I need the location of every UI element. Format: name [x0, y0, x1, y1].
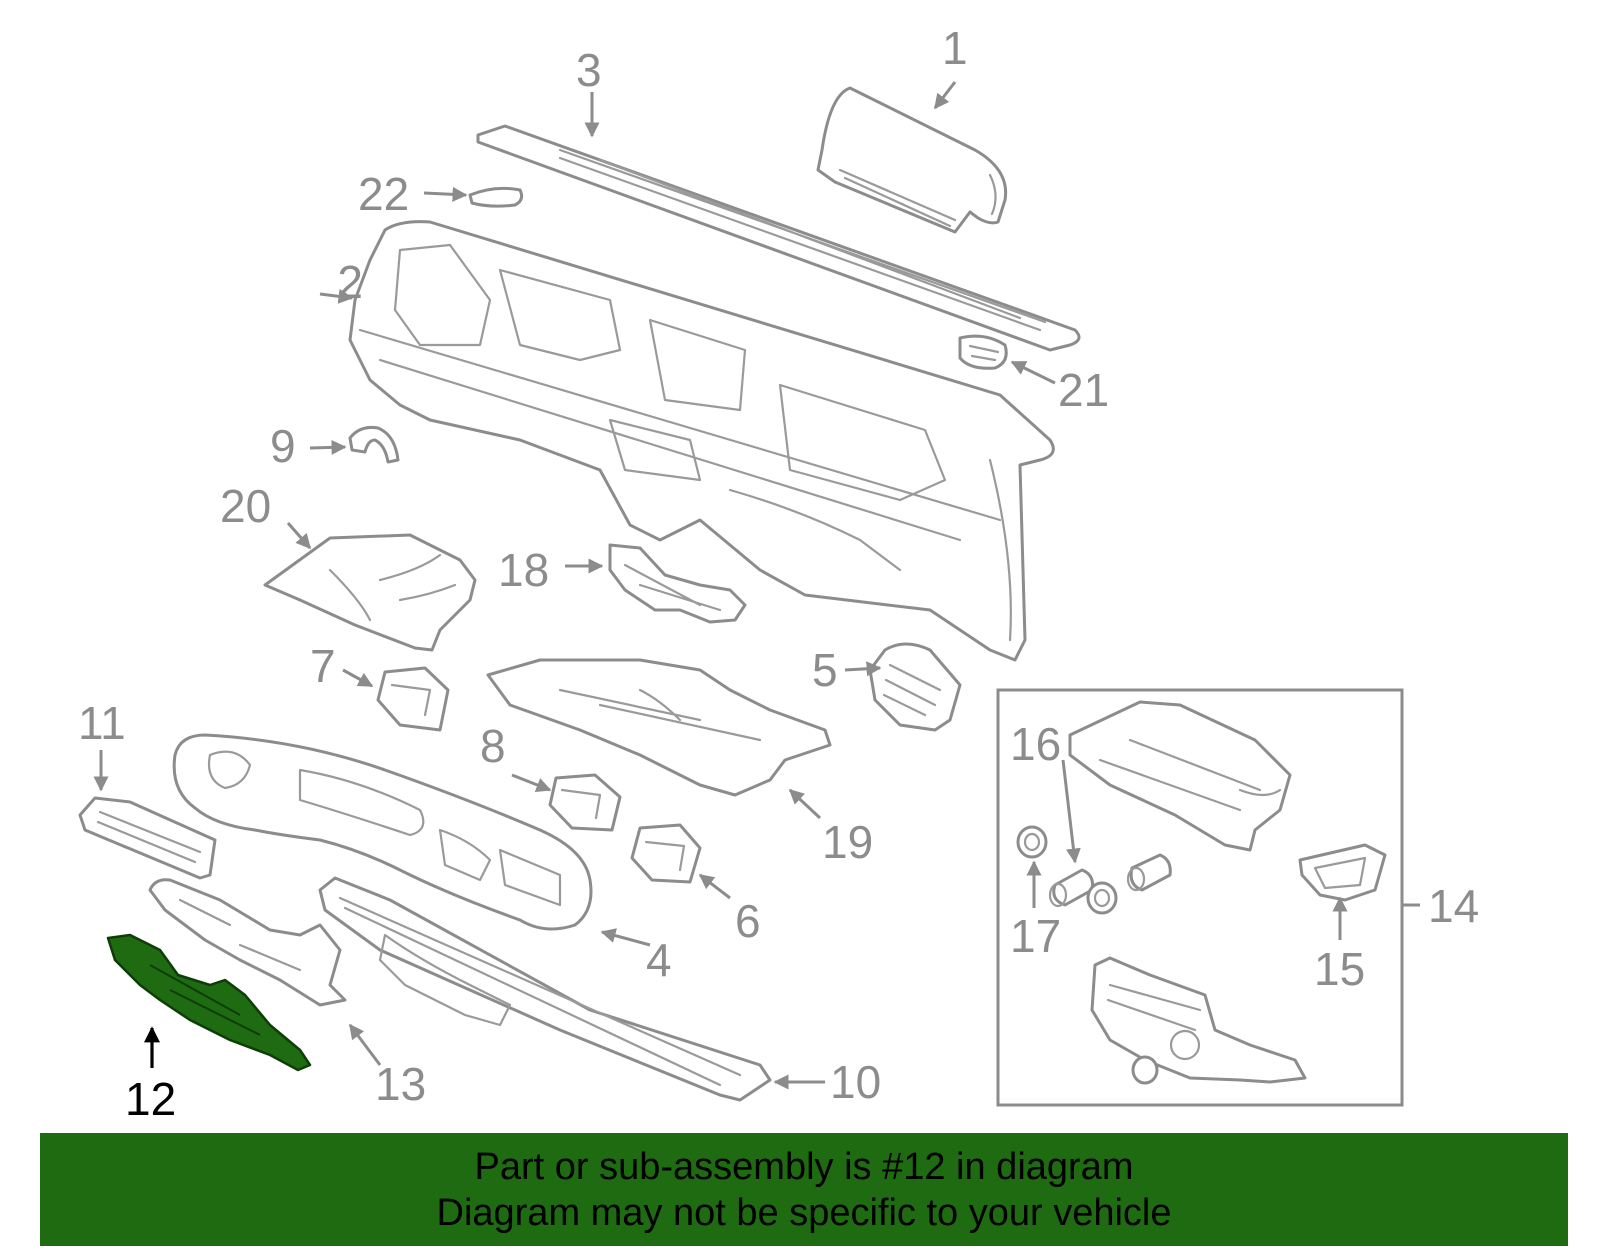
callout-18: 18 — [498, 544, 549, 596]
callout-1: 1 — [942, 22, 968, 74]
callout-12: 12 — [125, 1073, 176, 1125]
part-1-airbag[interactable] — [816, 86, 1008, 234]
callout-2: 2 — [337, 256, 363, 308]
callout-10: 10 — [830, 1056, 881, 1108]
part-21-switch[interactable] — [958, 334, 1008, 370]
part-9-bracket[interactable] — [348, 426, 400, 464]
callout-15: 15 — [1314, 943, 1365, 995]
part-2-instrument-panel[interactable] — [348, 220, 1055, 662]
part-5-vent[interactable] — [868, 642, 962, 732]
callout-13: 13 — [375, 1058, 426, 1110]
part-11-trim-strip[interactable] — [78, 796, 217, 880]
banner-disclaimer-line: Diagram may not be specific to your vehi… — [436, 1191, 1172, 1234]
part-16-cylinder[interactable] — [1048, 868, 1094, 908]
callout-5: 5 — [812, 644, 838, 696]
part-19-lower-panel[interactable] — [486, 658, 832, 797]
callout-20: 20 — [220, 480, 271, 532]
part-4-cluster-bezel[interactable] — [172, 733, 593, 931]
part-20-panel[interactable] — [263, 533, 477, 652]
callout-4: 4 — [646, 934, 672, 986]
callout-14: 14 — [1428, 880, 1479, 932]
part-15-tray[interactable] — [1298, 843, 1387, 902]
part-14-glovebox-bin[interactable] — [1090, 956, 1307, 1085]
part-14-glovebox-detail-box — [996, 688, 1420, 1107]
callout-9: 9 — [270, 420, 296, 472]
banner-part-line: Part or sub-assembly is #12 in diagram — [474, 1145, 1134, 1188]
callout-7: 7 — [310, 640, 336, 692]
part-22-clip[interactable] — [468, 186, 524, 208]
part-7-switch[interactable] — [376, 666, 450, 732]
callout-17: 17 — [1010, 910, 1061, 962]
part-10-lower-trim[interactable] — [318, 876, 772, 1102]
info-banner: Part or sub-assembly is #12 in diagram D… — [40, 1133, 1568, 1246]
callout-6: 6 — [735, 895, 761, 947]
callout-16: 16 — [1010, 718, 1061, 770]
part-16-17-spare-set[interactable] — [1086, 853, 1172, 915]
part-8-switch[interactable] — [548, 773, 622, 832]
callout-labels: 1 2 3 4 5 6 7 8 9 10 11 12 13 14 15 16 1… — [78, 22, 1479, 1125]
part-13-lower-bracket[interactable] — [148, 878, 347, 1007]
part-14-glovebox-door[interactable] — [1068, 700, 1292, 852]
callout-21: 21 — [1058, 364, 1109, 416]
callout-19: 19 — [822, 816, 873, 868]
part-3-defroster-grille[interactable] — [476, 124, 1081, 352]
part-6-switch[interactable] — [630, 823, 702, 884]
callout-11: 11 — [78, 697, 126, 749]
callout-22: 22 — [358, 168, 409, 220]
part-17-ring[interactable] — [1016, 825, 1048, 859]
part-18-duct[interactable] — [608, 543, 747, 624]
leader-lines — [93, 81, 1348, 1090]
callout-8: 8 — [480, 720, 506, 772]
callout-3: 3 — [576, 44, 602, 96]
part-12-highlighted-panel[interactable] — [106, 933, 312, 1072]
